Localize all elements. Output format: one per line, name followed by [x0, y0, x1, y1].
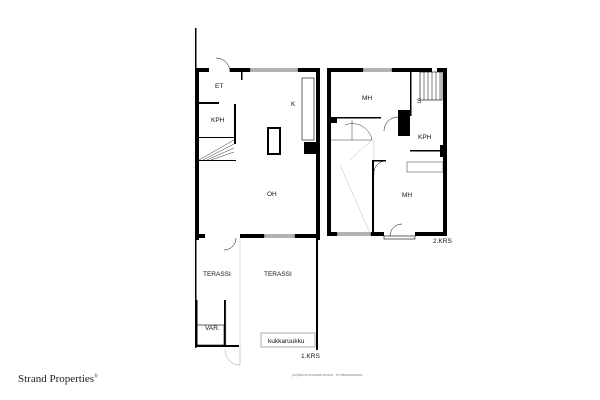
level-label: 2.KRS: [433, 238, 452, 245]
room-label: K: [291, 101, 296, 108]
kitchen-counter: [301, 77, 315, 141]
room-label: OH: [267, 191, 277, 198]
window: [249, 68, 299, 72]
room-label: VAR.: [205, 325, 220, 332]
wardrobe: [406, 161, 444, 173]
room-label: KPH: [211, 117, 225, 124]
planter-label: kukkaruukku: [268, 338, 305, 345]
room-label: TERASSI: [264, 271, 292, 278]
brand-name: Strand Properties: [18, 373, 95, 385]
sauna-bench: [419, 71, 443, 101]
room-label: MH: [402, 192, 412, 199]
brand-mark: ®: [94, 374, 98, 380]
room-label: MH: [362, 95, 372, 102]
brand-logo: Strand Properties®: [18, 373, 98, 385]
floor1-plan: [195, 28, 320, 350]
room-label: TERASSI: [203, 271, 231, 278]
planter: [260, 332, 316, 348]
window: [362, 68, 393, 72]
kitchen-island: [267, 127, 281, 155]
room-label: ET: [215, 83, 223, 90]
storage-box: [195, 324, 225, 346]
level-label: 1.KRS: [301, 353, 320, 360]
room-label: S: [417, 98, 422, 105]
window: [336, 232, 372, 236]
floor2-plan: [327, 68, 447, 236]
disclaimer-note: pohjakuva suuntaa antava - ei mittakaava…: [292, 373, 363, 377]
window: [383, 235, 416, 240]
floor2-labels: MH S KPH MH 2.KRS: [362, 95, 452, 245]
floor1-labels: ET KPH K OH TERASSI TERASSI VAR. kukkaru…: [203, 83, 320, 360]
room-label: KPH: [418, 134, 432, 141]
window: [263, 234, 296, 238]
